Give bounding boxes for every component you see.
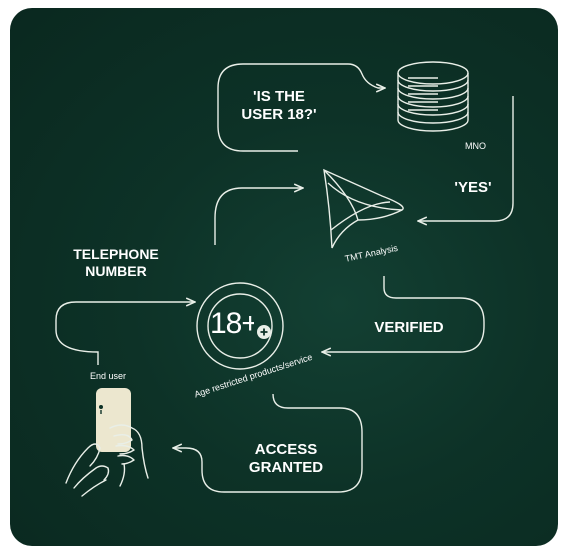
age-badge-inner — [207, 293, 273, 359]
diagram-canvas: 'IS THE USER 18?' MNO 'YES' TMT Analysis… — [10, 8, 558, 546]
telephone-number-label: TELEPHONE NUMBER — [73, 246, 159, 279]
yes-connector — [418, 96, 514, 221]
mno-label: MNO — [465, 141, 486, 151]
access-connector — [173, 393, 363, 493]
verified-connector — [322, 276, 485, 352]
tmt-analysis-icon — [323, 168, 404, 249]
access-granted-label: ACCESS GRANTED — [248, 441, 324, 476]
age-badge-text: 18+ — [210, 307, 254, 340]
telephone-to-tmt-connector — [214, 188, 303, 245]
user-to-age-connector — [55, 302, 195, 365]
end-user-label: End user — [90, 371, 127, 381]
question-connector — [217, 63, 385, 152]
age-badge-outer — [196, 282, 284, 370]
question-label: 'IS THE USER 18?' — [241, 88, 317, 123]
hands-icon — [65, 424, 149, 497]
flow-graphics — [55, 61, 514, 497]
verified-label: VERIFIED — [374, 319, 444, 336]
phone-icon — [96, 388, 131, 452]
yes-label: 'YES' — [454, 179, 492, 196]
mno-database-icon — [397, 61, 469, 132]
